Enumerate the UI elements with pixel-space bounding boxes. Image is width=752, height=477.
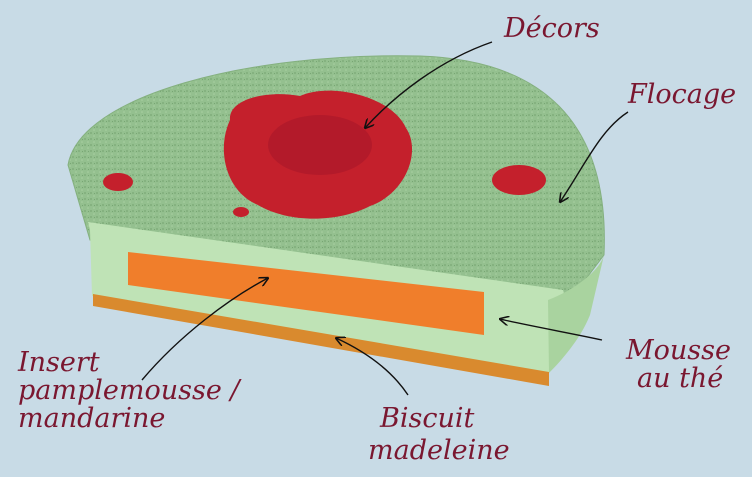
decor-right [492,165,546,195]
decor-center-highlight [268,115,372,175]
label-mousse-line1: Mousse [626,336,731,365]
label-insert-line1: Insert [18,348,100,377]
decor-small [233,207,249,217]
label-biscuit-line1: Biscuit [380,404,474,433]
label-flocage: Flocage [628,80,736,109]
label-mousse-line2: au thé [637,364,723,393]
label-insert-line3: mandarine [18,404,165,433]
label-decors: Décors [504,14,600,43]
label-biscuit-line2: madeleine [368,436,510,465]
label-insert-line2: pamplemousse / [18,376,240,405]
decor-left [103,173,133,191]
